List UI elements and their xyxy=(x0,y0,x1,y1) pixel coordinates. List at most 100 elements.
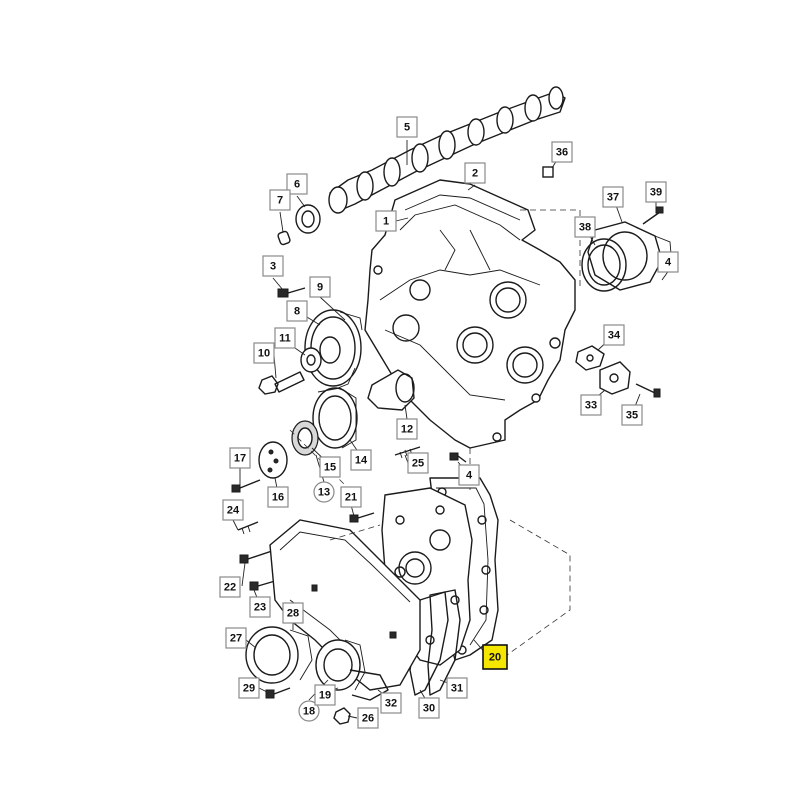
callout-7: 7 xyxy=(269,189,291,211)
callout-19-text: 19 xyxy=(319,690,331,702)
callout-17-marker xyxy=(229,447,251,469)
callout-15-marker xyxy=(319,456,341,478)
callout-28: 28 xyxy=(282,602,304,624)
callout-6-marker xyxy=(286,173,308,195)
callout-33-marker xyxy=(580,394,602,416)
bolt-3 xyxy=(277,287,306,298)
callout-23-text: 23 xyxy=(254,602,266,614)
callout-10-text: 10 xyxy=(258,348,270,360)
callout-11: 11 xyxy=(274,327,296,349)
callout-35: 35 xyxy=(621,404,643,426)
callout-10-marker xyxy=(253,342,275,364)
callout-16: 16 xyxy=(267,486,289,508)
callout-36-marker xyxy=(551,141,573,163)
thrust-washer xyxy=(295,204,321,234)
callout-16-marker xyxy=(267,486,289,508)
callout-34-marker xyxy=(603,324,625,346)
cover-gasket-31 xyxy=(427,589,461,696)
callout-14: 14 xyxy=(350,449,372,471)
callout-11-text: 11 xyxy=(279,333,291,345)
callout-20-text: 20 xyxy=(489,652,501,664)
callout-1: 1 xyxy=(375,210,397,232)
callout-32: 32 xyxy=(380,692,402,714)
callout-32-text: 32 xyxy=(385,698,397,710)
timing-case-housing xyxy=(364,179,576,449)
callout-24-text: 24 xyxy=(227,505,240,517)
callout-31: 31 xyxy=(446,677,468,699)
plug-36 xyxy=(542,166,554,178)
callout-14-text: 14 xyxy=(355,455,368,467)
stud-24 xyxy=(237,521,259,535)
bolt-23 xyxy=(249,580,276,591)
callout-4: 4 xyxy=(458,464,480,486)
callout-5-marker xyxy=(396,116,418,138)
callout-labels: 1234456789101112131415161718192021222324… xyxy=(219,116,679,729)
callout-30-text: 30 xyxy=(423,703,435,715)
callout-27: 27 xyxy=(225,627,247,649)
callout-21: 21 xyxy=(340,486,362,508)
callout-31-marker xyxy=(446,677,468,699)
callout-18-text: 18 xyxy=(303,706,315,718)
callout-38: 38 xyxy=(574,216,596,238)
blanking-plate xyxy=(599,361,631,395)
callout-1-text: 1 xyxy=(383,216,389,228)
callout-19: 19 xyxy=(314,684,336,706)
callout-6-text: 6 xyxy=(294,179,300,191)
cover-bolt xyxy=(635,383,661,398)
callout-7-text: 7 xyxy=(277,195,283,207)
callout-13-marker xyxy=(313,481,335,503)
thrust-plate xyxy=(300,347,322,373)
callout-3: 3 xyxy=(262,255,284,277)
callout-29-text: 29 xyxy=(243,683,255,695)
callout-23-marker xyxy=(249,596,271,618)
crank-oil-seal xyxy=(315,639,366,691)
callout-30-marker xyxy=(418,697,440,719)
callout-26: 26 xyxy=(357,707,379,729)
callout-15-text: 15 xyxy=(324,462,336,474)
bolt-4-top xyxy=(449,452,467,463)
bolt-17 xyxy=(231,479,261,493)
callout-4-marker xyxy=(657,251,679,273)
callout-15: 15 xyxy=(319,456,341,478)
callout-8: 8 xyxy=(286,300,308,322)
callout-36-text: 36 xyxy=(556,147,568,159)
callout-4-text: 4 xyxy=(466,470,473,482)
callout-8-text: 8 xyxy=(294,306,300,318)
callout-32-marker xyxy=(380,692,402,714)
callout-37-marker xyxy=(602,186,624,208)
callout-38-text: 38 xyxy=(579,222,591,234)
blanking-gasket xyxy=(575,345,605,371)
callout-20-marker xyxy=(482,644,508,670)
idler-hub xyxy=(367,369,415,411)
callout-20: 20 xyxy=(482,644,508,670)
callout-31-text: 31 xyxy=(451,683,463,695)
callout-13: 13 xyxy=(313,481,335,503)
callout-27-marker xyxy=(225,627,247,649)
callout-28-text: 28 xyxy=(287,608,299,620)
gear-bolt xyxy=(258,371,305,395)
dowel-pin xyxy=(277,230,291,246)
callout-9-marker xyxy=(309,276,331,298)
callout-21-text: 21 xyxy=(345,492,357,504)
callout-4-marker xyxy=(458,464,480,486)
callout-3-marker xyxy=(262,255,284,277)
callout-7-marker xyxy=(269,189,291,211)
callout-5: 5 xyxy=(396,116,418,138)
callout-36: 36 xyxy=(551,141,573,163)
seal-retainer xyxy=(349,669,389,701)
callout-34: 34 xyxy=(603,324,625,346)
pump-gasket xyxy=(581,238,627,292)
callout-28-marker xyxy=(282,602,304,624)
callout-33-text: 33 xyxy=(585,400,597,412)
callout-29-marker xyxy=(238,677,260,699)
callout-35-marker xyxy=(621,404,643,426)
callout-21-marker xyxy=(340,486,362,508)
callout-30: 30 xyxy=(418,697,440,719)
callout-39-marker xyxy=(645,181,667,203)
callout-34-text: 34 xyxy=(608,330,621,342)
bolt-29 xyxy=(265,687,291,699)
callout-37-text: 37 xyxy=(607,192,619,204)
callout-9: 9 xyxy=(309,276,331,298)
